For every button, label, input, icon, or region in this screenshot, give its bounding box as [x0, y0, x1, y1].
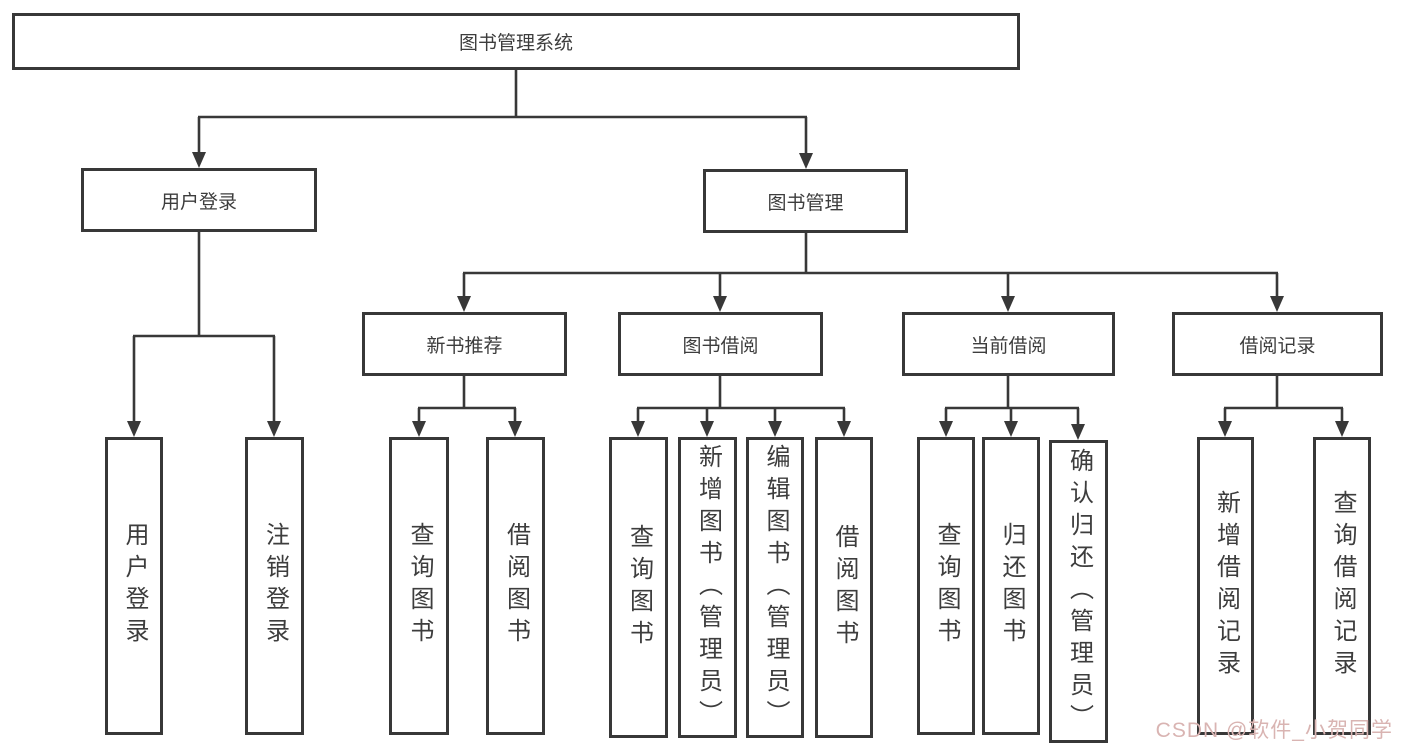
leaf-query-books-current: 查询图书 [917, 437, 975, 735]
leaf-query-books-borrowing: 查询图书 [609, 437, 668, 738]
node-book-management-system: 图书管理系统 [12, 13, 1020, 70]
leaf-borrow-books-recommend: 借阅图书 [486, 437, 545, 735]
leaf-borrow-books-borrowing: 借阅图书 [815, 437, 873, 738]
leaf-query-borrow-record: 查询借阅记录 [1313, 437, 1371, 735]
leaf-user-login: 用户登录 [105, 437, 163, 735]
node-user-login: 用户登录 [81, 168, 317, 232]
leaf-add-book-admin: 新增图书（管理员） [678, 437, 737, 738]
node-new-book-recommendation: 新书推荐 [362, 312, 567, 376]
node-book-borrowing: 图书借阅 [618, 312, 823, 376]
watermark: CSDN @软件_小贺同学 [1155, 719, 1393, 742]
leaf-logout: 注销登录 [245, 437, 304, 735]
leaf-confirm-return-admin: 确认归还（管理员） [1049, 440, 1108, 743]
leaf-query-books-recommend: 查询图书 [389, 437, 449, 735]
node-borrowing-records: 借阅记录 [1172, 312, 1383, 376]
leaf-add-borrow-record: 新增借阅记录 [1197, 437, 1254, 735]
node-book-management: 图书管理 [703, 169, 908, 233]
node-current-borrowing: 当前借阅 [902, 312, 1115, 376]
leaf-edit-book-admin: 编辑图书（管理员） [746, 437, 804, 738]
leaf-return-book: 归还图书 [982, 437, 1040, 735]
